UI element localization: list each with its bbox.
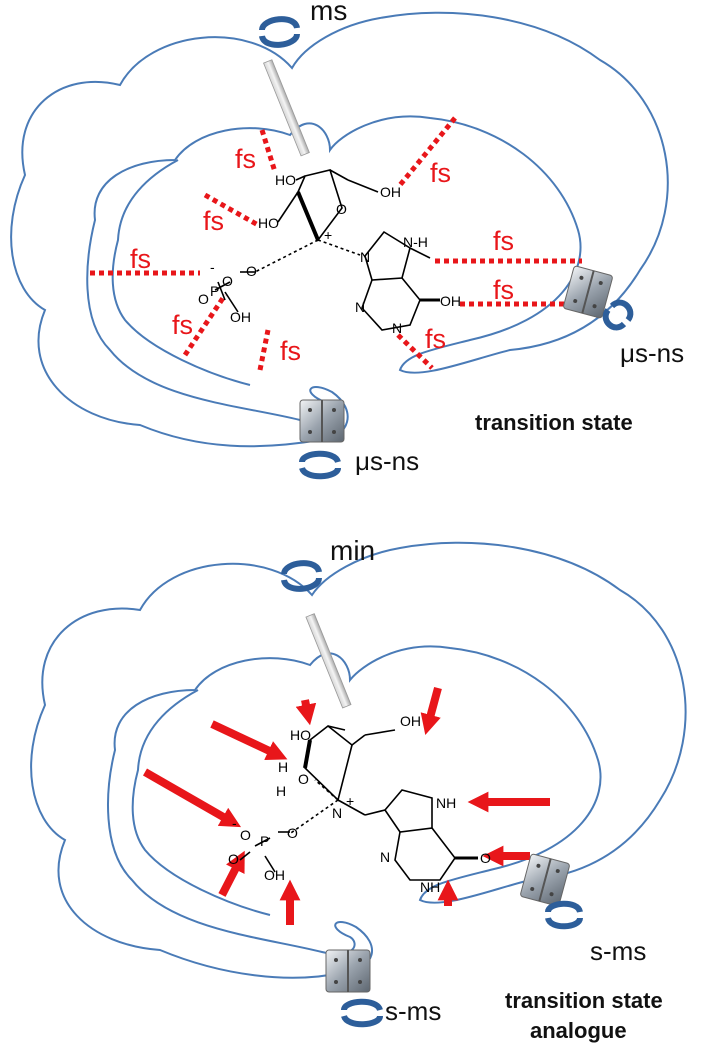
svg-text:O: O: [298, 771, 309, 787]
timescale-label-right: μs-ns: [620, 338, 684, 368]
svg-text:O: O: [480, 850, 491, 866]
fs-label: fs: [430, 158, 451, 188]
svg-text:OH: OH: [264, 867, 285, 883]
svg-text:H: H: [276, 783, 286, 799]
timescale-label-ms: ms: [310, 0, 347, 26]
rotation-arrows-icon: [281, 560, 322, 592]
fs-label: fs: [172, 310, 193, 340]
active-site-pocket-bottom: [131, 689, 271, 916]
svg-text:O: O: [222, 273, 233, 289]
svg-text:P: P: [260, 833, 269, 849]
hinge-right-bottom: [520, 853, 570, 907]
svg-text:N: N: [360, 249, 370, 265]
timescale-label-min: min: [330, 535, 375, 566]
svg-text:N-H: N-H: [403, 234, 428, 250]
fs-vibration-lines-top: [90, 116, 582, 371]
svg-text:HO: HO: [258, 215, 279, 231]
rotation-arrows-icon: [341, 998, 383, 1028]
svg-text:HO: HO: [275, 172, 296, 188]
timescale-label-bottom: μs-ns: [355, 446, 419, 476]
active-site-pocket-top: [111, 159, 251, 386]
svg-text:OH: OH: [230, 309, 251, 325]
svg-text:+: +: [324, 227, 332, 243]
fs-label: fs: [493, 275, 514, 305]
svg-text:OH: OH: [400, 713, 421, 729]
rotation-arrows-icon: [545, 900, 583, 930]
hinge-bottom-top: [299, 399, 345, 443]
gate-rod-top: [263, 59, 310, 157]
fs-label: fs: [235, 144, 256, 174]
transition-state-molecule: [214, 169, 440, 331]
svg-text:P: P: [210, 283, 219, 299]
fs-label: fs: [280, 336, 301, 366]
rotation-arrows-icon: [259, 16, 300, 48]
svg-text:+: +: [346, 793, 354, 809]
svg-text:N: N: [380, 849, 390, 865]
svg-text:NH: NH: [436, 795, 456, 811]
svg-text:O: O: [287, 825, 298, 841]
bottom-panel: HO OH H O H N + NH N NH O - O P O O OH: [30, 535, 687, 1043]
svg-text:-: -: [210, 259, 215, 275]
fs-label: fs: [425, 324, 446, 354]
svg-text:O: O: [198, 291, 209, 307]
top-panel: fs fs fs fs fs fs fs fs fs: [10, 0, 684, 480]
svg-text:HO: HO: [290, 727, 311, 743]
molecule-atom-labels-top: HO HO OH O + N N-H N N OH - O P O O OH: [198, 172, 461, 336]
gate-rod-bottom: [305, 613, 352, 709]
svg-text:O: O: [240, 827, 251, 843]
fs-label: fs: [493, 226, 514, 256]
rotation-arrows-icon: [602, 299, 634, 331]
svg-text:OH: OH: [380, 184, 401, 200]
svg-text:O: O: [228, 851, 239, 867]
enzyme-outline-top: [10, 11, 669, 448]
fs-labels-top: fs fs fs fs fs fs fs fs fs: [130, 144, 514, 366]
timescale-label-bottom: s-ms: [385, 996, 441, 1026]
fs-label: fs: [203, 206, 224, 236]
hinge-bottom-bottom: [325, 949, 371, 993]
svg-text:O: O: [246, 263, 257, 279]
svg-text:O: O: [336, 201, 347, 217]
hinge-right-top: [563, 265, 613, 319]
svg-text:H: H: [278, 759, 288, 775]
caption-line-2: analogue: [530, 1018, 627, 1043]
fs-label: fs: [130, 244, 151, 274]
svg-text:N: N: [332, 805, 342, 821]
caption-transition-state: transition state: [475, 410, 633, 435]
rotation-arrows-icon: [299, 450, 341, 480]
transition-state-analogue-molecule: [239, 724, 478, 881]
svg-text:N: N: [392, 320, 402, 336]
svg-text:OH: OH: [440, 293, 461, 309]
binding-force-arrows: [143, 686, 550, 925]
caption-line-1: transition state: [505, 988, 663, 1013]
svg-text:-: -: [232, 815, 237, 831]
svg-text:N: N: [355, 299, 365, 315]
enzyme-outline-bottom: [30, 541, 687, 979]
timescale-label-right: s-ms: [590, 936, 646, 966]
svg-text:NH: NH: [420, 879, 440, 895]
molecule-atom-labels-bottom: HO OH H O H N + NH N NH O - O P O O OH: [228, 713, 491, 895]
